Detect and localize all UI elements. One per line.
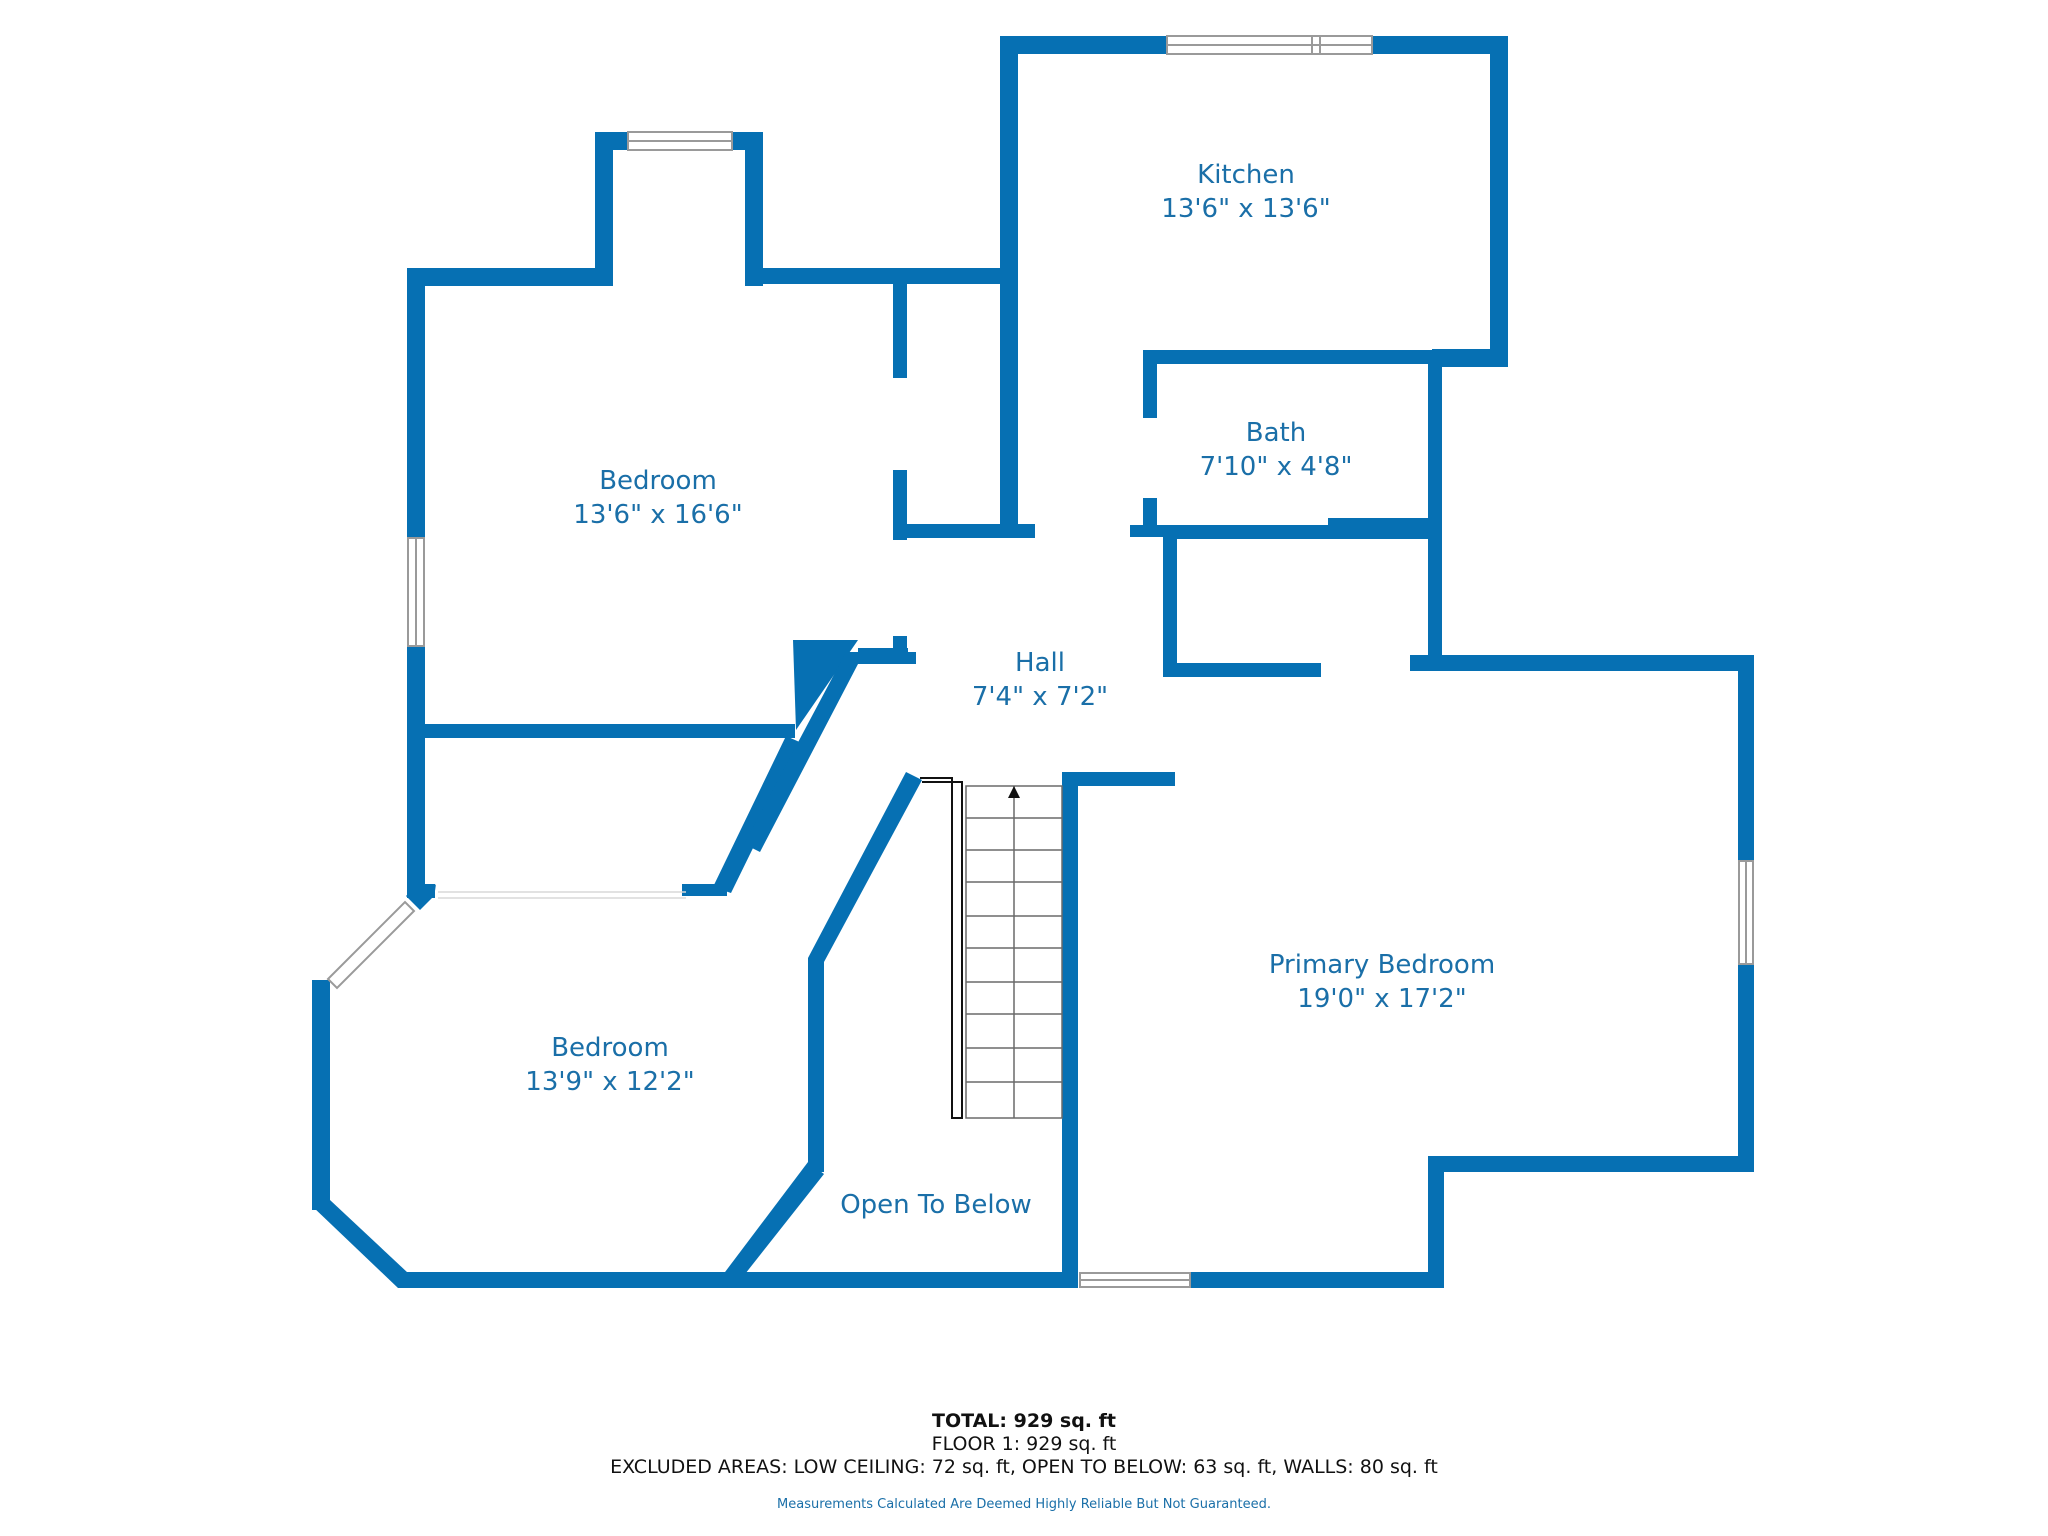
room-size: 13'9" x 12'2": [525, 1067, 694, 1097]
wall: [1432, 349, 1508, 367]
wall: [1174, 525, 1438, 539]
windows: [326, 35, 1754, 1288]
room-name: Bath: [1246, 418, 1306, 448]
wall: [1143, 498, 1157, 532]
wall: [893, 470, 907, 540]
room-name: Bedroom: [599, 466, 717, 496]
total-area: TOTAL: 929 sq. ft: [932, 1410, 1116, 1432]
wall: [1490, 36, 1508, 367]
wall: [312, 1200, 408, 1288]
wall: [893, 284, 907, 378]
openings: [438, 891, 686, 899]
room-size: 19'0" x 17'2": [1297, 984, 1466, 1014]
stair-rail: [920, 777, 963, 1119]
wall: [744, 652, 916, 852]
wall: [808, 772, 922, 962]
room-size: 7'10" x 4'8": [1200, 452, 1353, 482]
wall: [407, 268, 425, 538]
wall: [407, 646, 425, 898]
wall: [745, 132, 763, 286]
wall: [1738, 964, 1754, 1172]
wall: [406, 887, 432, 910]
room-name: Hall: [1015, 648, 1065, 678]
wall: [1428, 350, 1442, 660]
room-name: Open To Below: [840, 1190, 1032, 1220]
wall: [745, 268, 1008, 284]
wall: [1328, 518, 1438, 528]
wall: [893, 524, 1035, 538]
stairs: [965, 785, 1063, 1119]
wall: [1182, 1272, 1444, 1288]
wall: [1143, 350, 1432, 364]
wall: [682, 884, 727, 896]
wall: [425, 724, 795, 738]
walls: [312, 36, 1754, 1288]
room-size: 7'4" x 7'2": [972, 682, 1108, 712]
room-size: 13'6" x 13'6": [1161, 194, 1330, 224]
wall: [1410, 655, 1754, 671]
room-size: 13'6" x 16'6": [573, 500, 742, 530]
wall: [1163, 663, 1321, 677]
wall: [1130, 525, 1174, 537]
floor-area: FLOOR 1: 929 sq. ft: [931, 1433, 1117, 1455]
wall: [1062, 772, 1078, 1288]
wall: [1062, 772, 1175, 786]
wall: [808, 958, 824, 1172]
wall: [1163, 536, 1177, 666]
wall: [1143, 350, 1157, 418]
wall: [716, 1162, 824, 1288]
wall: [1428, 1156, 1444, 1288]
wall: [1428, 1156, 1754, 1172]
wall: [595, 132, 613, 286]
disclaimer: Measurements Calculated Are Deemed Highl…: [777, 1497, 1271, 1512]
window: [326, 900, 416, 990]
room-name: Primary Bedroom: [1269, 950, 1495, 980]
room-labels: Kitchen 13'6" x 13'6" Bedroom 13'6" x 16…: [525, 160, 1495, 1220]
wall: [1000, 36, 1018, 532]
room-name: Kitchen: [1197, 160, 1295, 190]
excluded-areas: EXCLUDED AREAS: LOW CEILING: 72 sq. ft, …: [610, 1456, 1438, 1478]
wall: [407, 268, 613, 286]
room-name: Bedroom: [551, 1033, 669, 1063]
wall: [312, 980, 330, 1210]
arrow-up-icon: [1008, 786, 1020, 798]
wall: [1738, 655, 1754, 861]
